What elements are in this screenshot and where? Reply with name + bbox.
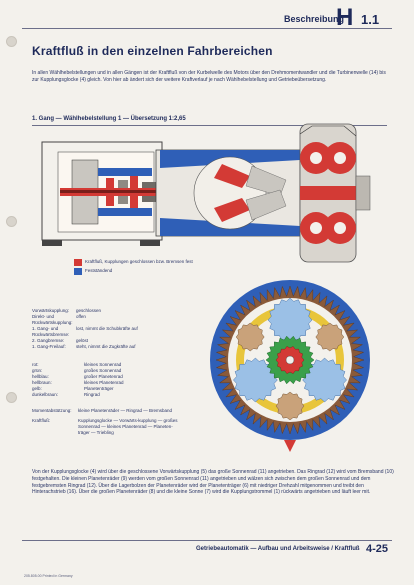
page-number: 4-25 <box>366 543 389 555</box>
body-paragraph: Von der Kupplungsglocke (4) wird über di… <box>32 469 394 496</box>
gear-heading-rule <box>32 125 387 126</box>
print-note: 205.805.00 Printed in Germany <box>24 574 73 578</box>
footer-title: Getriebeautomatik — Aufbau und Arbeitswe… <box>196 546 360 552</box>
large-planet-gear <box>267 297 313 343</box>
clutch-state-row: Vorwärtskupplung:geschlossen <box>32 308 102 313</box>
header-rule <box>22 28 392 29</box>
legend-item-fixed: Festständend <box>74 268 193 275</box>
legend-swatch-blue <box>74 268 82 275</box>
flow-key-row: Kraftfluß:Kupplungsglocke — Vorwärts-kup… <box>32 418 178 435</box>
brake-band-arrow <box>284 440 296 452</box>
flow-key-row: Momentabstützung:kleine Planetenräder — … <box>32 408 173 413</box>
color-key-row: hellblau:großer Planetenrad <box>32 374 123 379</box>
legend-label: Festständend <box>85 268 113 273</box>
small-planet-gear <box>315 322 345 352</box>
legend: Kraftfluß, Kupplungen geschlossen bzw. B… <box>74 259 193 277</box>
clutch-state-row: 1. Gang- und Rückwärtsbremse:lost, nimmt… <box>32 326 138 337</box>
clutch-state-row: Direkt- und Rückwärtskupplung:offen <box>32 314 86 325</box>
large-planet-gear <box>302 357 347 403</box>
legend-swatch-red <box>74 259 82 266</box>
small-planet-gear <box>235 322 265 352</box>
small-planet-gear <box>275 391 305 421</box>
header-number: 1.1 <box>361 12 380 27</box>
legend-label: Kraftfluß, Kupplungen geschlossen bzw. B… <box>85 259 193 264</box>
intro-paragraph: In allen Wählhebelstellungen und in alle… <box>32 70 386 83</box>
planetary-gearset-drawing <box>210 280 370 452</box>
color-key-row: gelb:Planetenträger <box>32 386 114 391</box>
legend-item-flow: Kraftfluß, Kupplungen geschlossen bzw. B… <box>74 259 193 266</box>
color-key-row: grün:großes Sonnenrad <box>32 368 122 373</box>
gear-heading: 1. Gang — Wählhebelstellung 1 — Übersetz… <box>32 116 186 122</box>
shaft-center <box>285 355 295 365</box>
footer-rule <box>22 540 392 541</box>
color-key-row: hellbraun:kleines Planetenrad <box>32 380 124 385</box>
color-key-row: rot:kleines Sonnenrad <box>32 362 122 367</box>
flow-key: Momentabstützung:kleine Planetenräder — … <box>32 408 182 436</box>
punch-hole <box>6 216 17 227</box>
large-planet-gear <box>233 357 278 403</box>
clutch-state-row: 1. Gang-Freilauf:steht, nimmt die Zugkrä… <box>32 344 136 349</box>
page-title: Kraftfluß in den einzelnen Fahrbereichen <box>32 44 273 58</box>
clutch-state-row: 2. Gangbremse:gelöst <box>32 338 89 343</box>
header-section: Beschreibung <box>284 14 345 24</box>
clutch-states: Vorwärtskupplung:geschlossen Direkt- und… <box>32 308 182 350</box>
punch-hole <box>6 392 17 403</box>
header-letter: H <box>336 4 354 31</box>
color-key: rot:kleines Sonnenrad grün:großes Sonnen… <box>32 362 182 398</box>
transmission-section-drawing <box>41 123 371 263</box>
punch-hole <box>6 36 17 47</box>
color-key-row: dunkelbraun:Ringrad <box>32 392 100 397</box>
